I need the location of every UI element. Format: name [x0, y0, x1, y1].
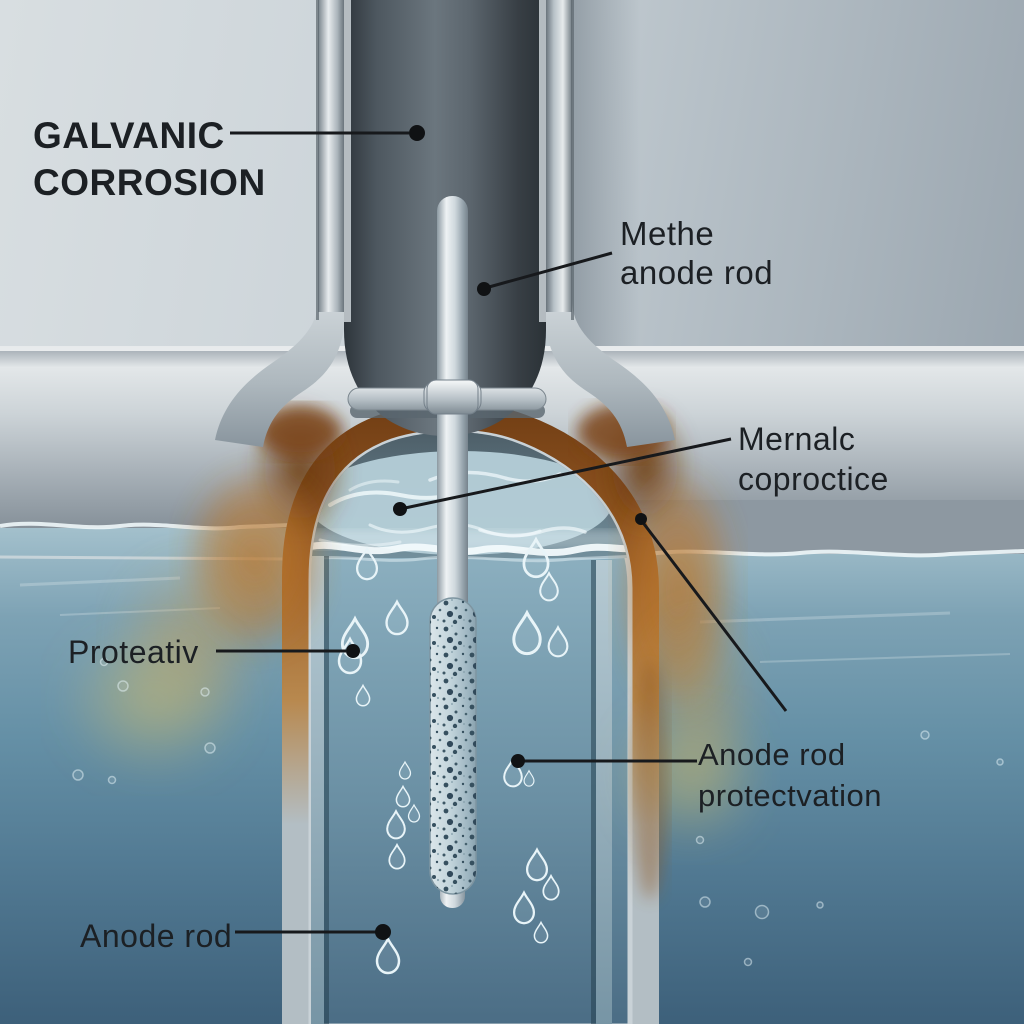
leader-line-methe [488, 251, 613, 289]
inner-wall-right-shadow [591, 560, 596, 1024]
callout-line: Anode rod [80, 918, 233, 954]
anode-rod [426, 196, 479, 908]
leader-dot [409, 125, 425, 141]
callout-line: Mernalc [738, 421, 856, 457]
callout-line: coproctice [738, 461, 889, 497]
callout-line: Anode rod [698, 737, 846, 772]
leader-dot [635, 513, 647, 525]
label-anode-rod-protectvation: Anode rod protectvation [698, 734, 882, 816]
callout-line: Methe [620, 215, 715, 252]
inner-wall-left [311, 556, 324, 1024]
label-proteativ: Proteativ [68, 634, 199, 671]
rust-left-seam [258, 406, 342, 458]
inner-wall-right [596, 560, 612, 1024]
title-line-2: CORROSION [33, 162, 266, 203]
interior-waterline [311, 541, 630, 556]
pipe-flare-right [544, 300, 675, 447]
leader-lines [216, 131, 788, 934]
leader-dot [511, 754, 525, 768]
inner-wall-left-shadow [324, 556, 329, 1024]
callout-line: Proteativ [68, 634, 199, 670]
waterline-glow [311, 530, 630, 549]
pipe-flare-left [215, 300, 346, 447]
leader-dot [393, 502, 407, 516]
rust-corrosion [60, 398, 765, 900]
pipe-outline-left [316, 0, 319, 320]
anode-rod-collar [426, 379, 479, 415]
label-anode-rod: Anode rod [80, 918, 232, 955]
callout-line: anode rod [620, 254, 774, 291]
leader-dot [477, 282, 491, 296]
callout-line: protectvation [698, 778, 882, 813]
leader-dot [346, 644, 360, 658]
leader-line-anode-protection-a [639, 519, 788, 712]
rust-right-streak [632, 660, 668, 900]
pipe-outline-right [571, 0, 574, 320]
pipe-inner-rim-right [539, 0, 546, 322]
pipe-inner-rim-left [344, 0, 351, 322]
label-methe-anode-rod: Methe anode rod [620, 214, 773, 292]
pipe-wall-right [546, 0, 572, 312]
water-bubbles [72, 657, 1004, 967]
pipe-shadow [572, 0, 640, 360]
label-mernalc-coproctice: Mernalc coproctice [738, 419, 889, 499]
title-line-1: GALVANIC [33, 115, 225, 156]
leader-dots [346, 125, 647, 940]
pipe-wall-left [318, 0, 344, 312]
label-galvanic-corrosion: GALVANIC CORROSION [33, 112, 266, 206]
leader-dot [375, 924, 391, 940]
anode-rod-speckles [430, 598, 476, 894]
leader-line-mernalc [404, 437, 732, 510]
